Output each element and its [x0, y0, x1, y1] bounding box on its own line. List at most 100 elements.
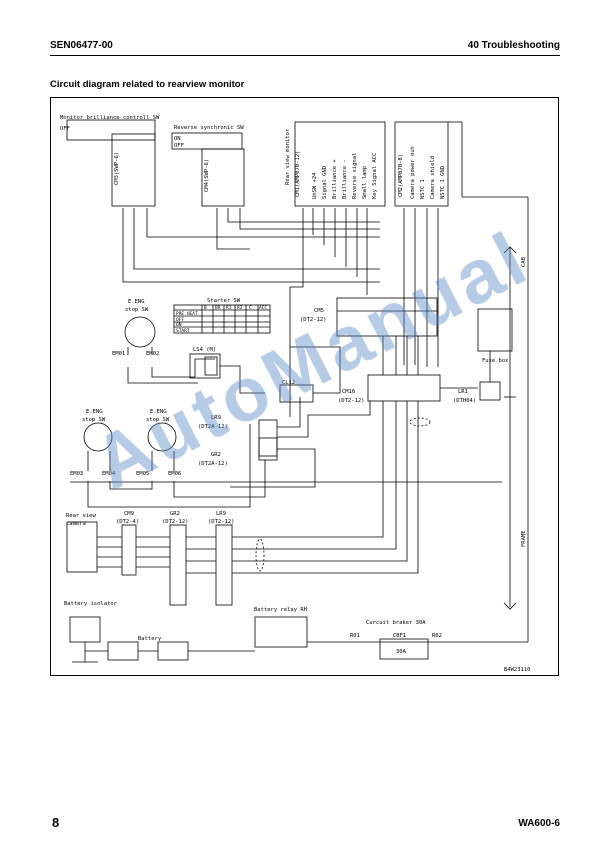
cm3-label: CM3(SWP-6) [114, 152, 120, 185]
battery-label: Battery [138, 636, 162, 642]
ls4-label: LS4 (M) [193, 347, 216, 353]
monitor-label: Rear view monitor [285, 128, 291, 185]
starter-row-start: START [176, 328, 190, 334]
eng-stop-switch-top [124, 316, 156, 348]
gr2-upper-label: GR2 [211, 452, 221, 458]
cm2-pin-4: NSTC 1 GND [440, 166, 446, 199]
brilliance-switch-box [66, 119, 156, 141]
starter-col-r2: R2 [237, 305, 243, 311]
lr9-lower-type: (DT2-12) [208, 519, 235, 525]
lr9-upper-type: (DT2A-12) [198, 424, 228, 430]
cm4-connector [201, 148, 245, 207]
cm5-connector [336, 297, 438, 337]
battery-cell-2 [157, 641, 189, 661]
cm9-type: (DT2-4) [116, 519, 139, 525]
breaker-r02: R02 [432, 633, 442, 639]
cm1-pin-6: Small lamp [362, 166, 368, 199]
starter-col-b: B [204, 305, 207, 311]
diagram-frame [50, 97, 559, 676]
header-rule [50, 55, 560, 56]
gr2-upper-type: (DT2A-12) [198, 461, 228, 467]
em01-label: EM01 [112, 351, 125, 357]
battery-isolator-label: Battery isolator [64, 601, 118, 607]
gr2-lower-label: GR2 [170, 511, 180, 517]
em02-label: EM02 [146, 351, 159, 357]
battery-relay-label: Battery relay RH [254, 607, 307, 613]
doc-code: SEN06477-00 [50, 40, 113, 51]
reverse-off-label: OFF [174, 143, 184, 149]
rear-camera [66, 521, 98, 573]
starter-col-br: BR [215, 305, 221, 311]
cm1-pin-7: Key Signal ACC [372, 153, 378, 199]
cm2-pin-1: Camera power out [410, 146, 416, 199]
cm4-label: CM4(SWP-6) [204, 159, 210, 192]
breaker-cbf1: CBF1 [393, 633, 406, 639]
eng-stop-left-line2: stop SW [82, 417, 106, 423]
battery-relay [254, 616, 308, 648]
cm1-pin-5: Reverse signal [352, 153, 358, 199]
starter-row-off: OFF [176, 317, 184, 323]
cm9-label: CM9 [124, 511, 134, 517]
brilliance-off-label: OFF [60, 126, 70, 132]
starter-col-c: C [249, 305, 252, 311]
eng-stop-right-line2: stop SW [146, 417, 170, 423]
battery-isolator [69, 616, 101, 643]
cm5-type: (DT2-12) [300, 317, 327, 323]
em05-label: EM05 [136, 471, 149, 477]
eng-stop-switch-left [83, 422, 113, 452]
em06-label: EM06 [168, 471, 181, 477]
cm2-label: CM2(AMP070-8) [398, 154, 404, 197]
cm1-pin-3: Brilliance + [332, 159, 338, 199]
brilliance-switch-title: Monitor brilliance controll SW [60, 115, 160, 121]
cl12-connector [279, 384, 314, 403]
cm5-label: CM5 [314, 308, 324, 314]
cm2-pin-3: Camera shield [430, 156, 436, 199]
breaker-r01: R01 [350, 633, 360, 639]
starter-title: Starter SW [207, 298, 241, 304]
model-name: WA600-6 [518, 818, 560, 829]
gr2-lower-type: (DT2-12) [162, 519, 189, 525]
starter-row-on: ON [176, 322, 182, 328]
cm16-type: (DT2-12) [338, 398, 365, 404]
page-title: Circuit diagram related to rearview moni… [50, 79, 245, 90]
page-number: 8 [52, 815, 60, 830]
battery-cell-1 [107, 641, 139, 661]
fuse-box-label: Fuse box [482, 358, 509, 364]
frame-label: FRAME [521, 530, 527, 547]
cm1-pin-1: UnSW +24 [312, 172, 318, 199]
lr9-upper-label: LR9 [211, 415, 221, 421]
cl12-label: CL12 [282, 380, 295, 386]
starter-col-acc: ACC [259, 305, 267, 311]
eng-stop-switch-right [147, 422, 177, 452]
diagram-ref-code: B4W23110 [504, 667, 531, 673]
circuit-breaker [379, 638, 429, 660]
starter-col-r1: R1 [226, 305, 232, 311]
em04-label: EM04 [102, 471, 116, 477]
eng-stop-left-line1: E.ENG [86, 409, 103, 415]
lr1-connector [479, 381, 501, 401]
cm3-connector [111, 133, 156, 207]
cm16-connector [367, 374, 441, 402]
rear-camera-line1: Rear view [66, 513, 96, 519]
cm1-label: CM1(AMP070-12) [295, 151, 301, 197]
lr9-lower-connector [215, 524, 233, 606]
breaker-title: Curcuit braker 30A [366, 620, 426, 626]
starter-switch-table [173, 304, 271, 334]
cm1-pin-4: Brilliance - [342, 159, 348, 199]
gr2-lower-connector [169, 524, 187, 606]
section-title: 40 Troubleshooting [467, 40, 560, 51]
cm16-label: CM16 [342, 389, 355, 395]
lr9-lower-label: LR9 [216, 511, 226, 517]
fuse-box [477, 308, 513, 352]
cm1-pin-2: Signal GND [322, 166, 328, 199]
circuit-diagram: Monitor brilliance controll SW Reverse s… [60, 115, 531, 673]
reverse-switch-title: Reverse synchronic SW [174, 125, 244, 131]
starter-row-preheat: PRE HEAT [176, 311, 198, 317]
eng-stop-right-line1: E.ENG [150, 409, 167, 415]
rear-camera-line2: camera [66, 521, 86, 527]
em03-label: EM03 [70, 471, 83, 477]
cm2-pin-2: NSTC 1 [420, 179, 426, 199]
cm2-connector [394, 121, 449, 207]
cm9-connector [121, 524, 137, 576]
eng-stop-top-line1: E.ENG [128, 299, 145, 305]
